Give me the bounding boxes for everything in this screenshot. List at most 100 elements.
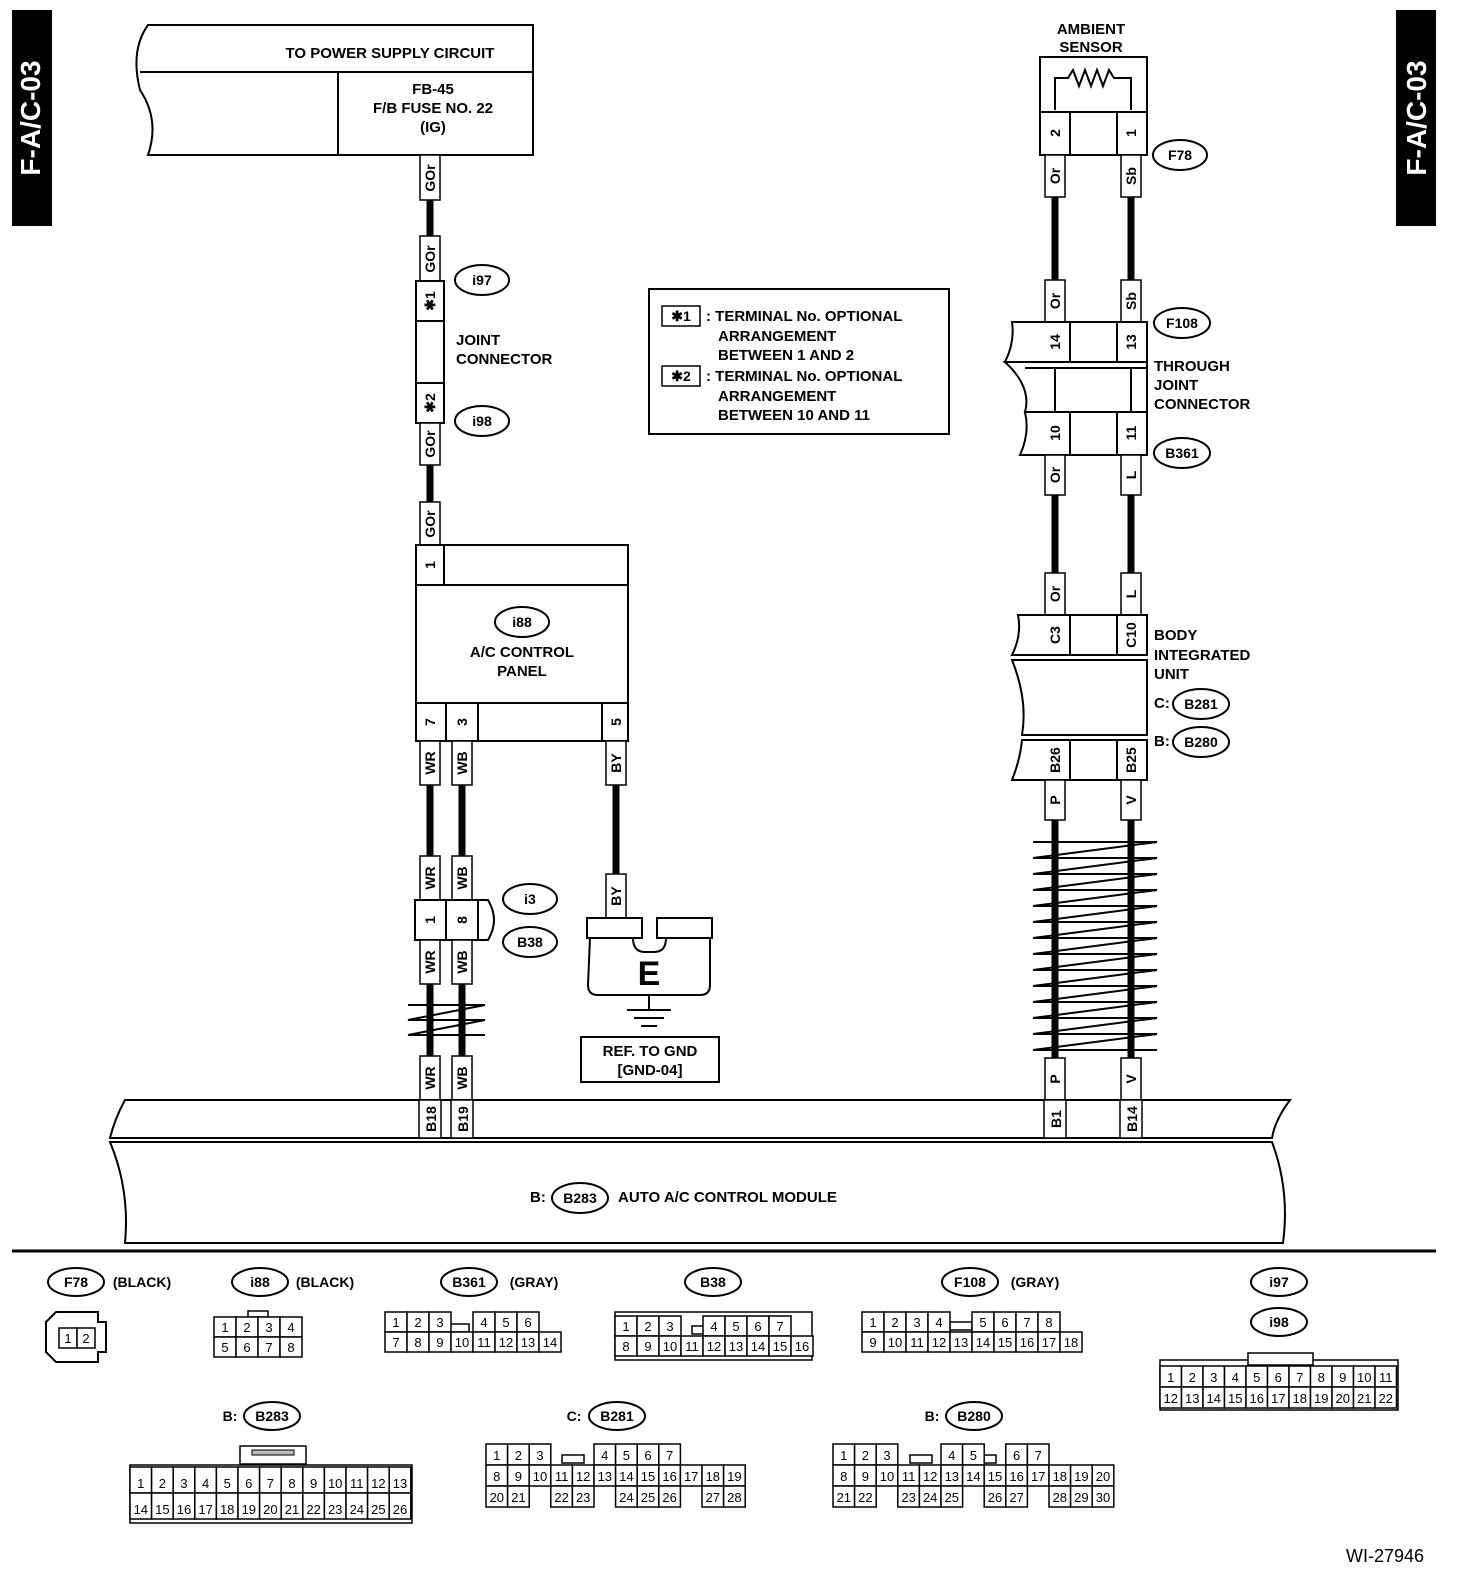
svg-text:16: 16 [1020, 1335, 1034, 1350]
svg-text:15: 15 [773, 1339, 787, 1354]
svg-text:24: 24 [619, 1490, 633, 1505]
pin-cell: 13 [724, 1335, 748, 1357]
pin-cell: 18 [1048, 1464, 1072, 1487]
svg-text:✱1: ✱1 [671, 308, 691, 324]
wire-tag-or-3: Or [1044, 454, 1066, 496]
svg-text:11: 11 [350, 1476, 364, 1491]
pin-cell: 25 [636, 1485, 660, 1508]
pin-cell: 26 [983, 1485, 1007, 1508]
wire-tag-p-2: P [1044, 1057, 1066, 1101]
pin-cell: 23 [323, 1492, 347, 1520]
wire-tag-sb-2: Sb [1120, 279, 1142, 323]
pin-cell: 3 [875, 1443, 899, 1466]
svg-text:27: 27 [1009, 1490, 1023, 1505]
svg-text:14: 14 [543, 1335, 557, 1350]
svg-text:(GRAY): (GRAY) [1011, 1274, 1060, 1290]
svg-text:12: 12 [707, 1339, 721, 1354]
svg-text:12: 12 [499, 1335, 513, 1350]
pin-cell: 11 [550, 1464, 574, 1487]
connector-tag-i97: i97 [454, 264, 510, 296]
pin-cell: 7 [1015, 1311, 1039, 1333]
auto-ac-control-module: B18 B19 B1 B14 B: B283 AUTO A/C CONTROL … [108, 1099, 1292, 1244]
connector-tag-i3: i3 [502, 883, 558, 915]
ambient-label-2: SENSOR [1059, 39, 1123, 56]
svg-text:29: 29 [1074, 1490, 1088, 1505]
svg-text:i88: i88 [512, 614, 532, 630]
module-pin-b19: B19 [450, 1099, 474, 1139]
svg-text:(GRAY): (GRAY) [510, 1274, 559, 1290]
svg-text:12: 12 [576, 1469, 590, 1484]
pin-cell: 28 [1048, 1485, 1072, 1508]
pin-cell: 14 [129, 1492, 153, 1520]
pin-cell: 10 [658, 1335, 682, 1357]
pin-cell: 17 [1266, 1386, 1290, 1409]
svg-text:5: 5 [502, 1315, 509, 1330]
connector-tag-b280: B280 [1172, 726, 1230, 758]
svg-text:i98: i98 [1269, 1314, 1289, 1330]
svg-text:2: 2 [862, 1448, 869, 1463]
legend-tag-f108: F108 [941, 1267, 999, 1297]
pin-cell: 22 [1374, 1386, 1398, 1409]
svg-text:10: 10 [533, 1469, 547, 1484]
wire-tag-l-1: L [1120, 454, 1142, 496]
pin-cell: 15 [993, 1331, 1017, 1353]
svg-text:8: 8 [414, 1335, 421, 1350]
pin-cell: 10 [450, 1331, 474, 1353]
wire-tag-gor-1: GOr [419, 154, 441, 201]
svg-text:28: 28 [1053, 1490, 1067, 1505]
svg-text:4: 4 [480, 1315, 487, 1330]
svg-text:WR: WR [422, 866, 438, 889]
svg-text:F108: F108 [1166, 315, 1198, 331]
svg-text:14: 14 [751, 1339, 765, 1354]
connector-tag-b281: B281 [1172, 688, 1230, 720]
svg-text:15: 15 [641, 1469, 655, 1484]
svg-text:13: 13 [945, 1469, 959, 1484]
svg-text:1: 1 [392, 1315, 399, 1330]
pin-cell: 16 [658, 1464, 682, 1487]
pin-cell: 5 [213, 1336, 237, 1358]
wire-tag-sb-1: Sb [1120, 154, 1142, 198]
svg-text:18: 18 [1293, 1391, 1307, 1406]
svg-text:14: 14 [1047, 334, 1063, 350]
svg-text:8: 8 [493, 1469, 500, 1484]
pin-cell: 5 [724, 1315, 748, 1337]
pin-cell: 6 [1005, 1443, 1029, 1466]
svg-text:i88: i88 [250, 1274, 270, 1290]
svg-text:7: 7 [267, 1476, 274, 1491]
svg-text:2: 2 [243, 1320, 250, 1335]
pin-cell: 19 [1309, 1386, 1333, 1409]
svg-text:4: 4 [948, 1448, 955, 1463]
svg-text:2: 2 [414, 1315, 421, 1330]
pin-cell: 6 [993, 1311, 1017, 1333]
notes-box: ✱1 : TERMINAL No. OPTIONAL ARRANGEMENT B… [648, 288, 950, 435]
ac-control-panel: 1 A/C CONTROL PANEL 7 3 5 [415, 544, 629, 742]
pin-cell: 26 [658, 1485, 682, 1508]
svg-text:6: 6 [1001, 1315, 1008, 1330]
wire-tag-wb-4: WB [451, 1055, 473, 1101]
pin-cell: 11 [680, 1335, 704, 1357]
pin-cell: 2 [506, 1443, 530, 1466]
svg-text:i3: i3 [524, 891, 536, 907]
svg-text:WR: WR [422, 751, 438, 774]
pin-cell: 3 [172, 1466, 196, 1494]
svg-text:11: 11 [1379, 1370, 1393, 1385]
svg-text:14: 14 [619, 1469, 633, 1484]
svg-text:7: 7 [1296, 1370, 1303, 1385]
through-joint-connector: 14 13 10 11 THROUGH JOINT CONNECTOR [1002, 321, 1251, 456]
svg-text:GOr: GOr [422, 510, 438, 538]
svg-text:15: 15 [1228, 1391, 1242, 1406]
svg-text:2: 2 [159, 1476, 166, 1491]
pin-cell: 18 [1288, 1386, 1312, 1409]
pin-cell: 9 [861, 1331, 885, 1353]
svg-text:B:: B: [925, 1408, 940, 1424]
svg-text:8: 8 [287, 1340, 294, 1355]
pin-cell: 9 [428, 1331, 452, 1353]
wire-tag-gor-2: GOr [419, 235, 441, 282]
pin-cell: 29 [1069, 1485, 1093, 1508]
pin-cell: 9 [506, 1464, 530, 1487]
